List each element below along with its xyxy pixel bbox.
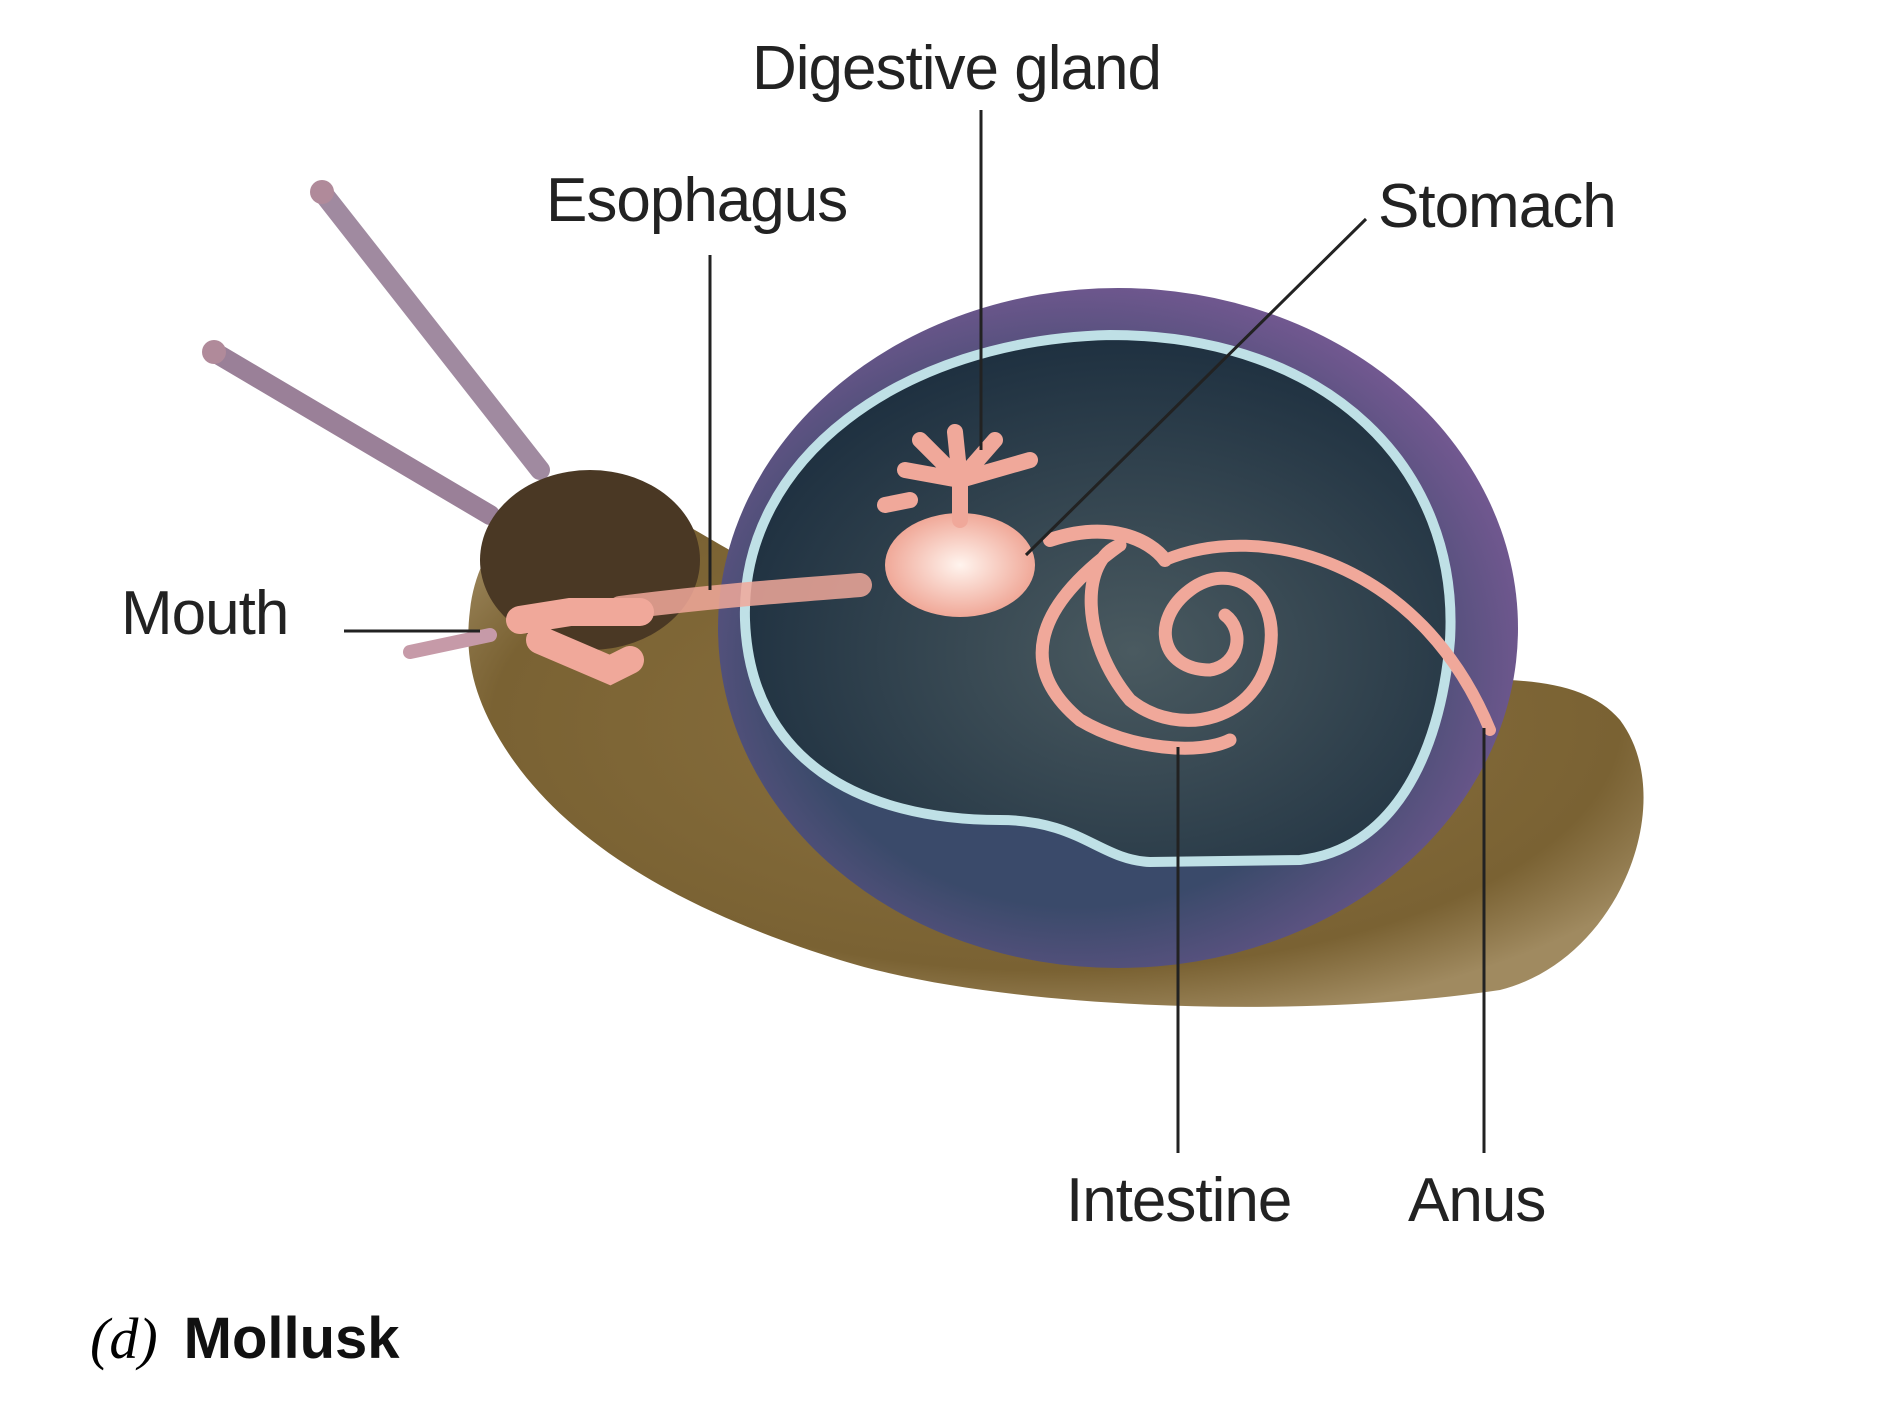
caption-title: Mollusk bbox=[183, 1306, 400, 1371]
tentacle-lower bbox=[204, 342, 500, 525]
leader-stomach bbox=[1024, 217, 1368, 557]
label-mouth: Mouth bbox=[121, 579, 289, 648]
eye-lower bbox=[202, 340, 226, 364]
stomach-organ bbox=[885, 513, 1035, 617]
label-anus: Anus bbox=[1408, 1166, 1546, 1235]
digestive-gland-organ bbox=[877, 424, 1038, 528]
digestive-tract bbox=[506, 524, 1496, 755]
figure-caption: (d)Mollusk bbox=[90, 1310, 400, 1368]
caption-letter: (d) bbox=[90, 1306, 158, 1371]
shell-inner bbox=[739, 329, 1456, 868]
label-digestive-gland: Digestive gland bbox=[752, 34, 1162, 103]
small-tentacle bbox=[403, 628, 497, 659]
label-esophagus: Esophagus bbox=[546, 166, 848, 235]
leader-lines bbox=[344, 110, 1486, 1153]
eye-upper bbox=[310, 180, 334, 204]
label-stomach: Stomach bbox=[1378, 172, 1617, 241]
intestine-coil bbox=[1035, 538, 1278, 755]
label-intestine: Intestine bbox=[1066, 1166, 1292, 1235]
tentacle-upper bbox=[312, 182, 550, 480]
